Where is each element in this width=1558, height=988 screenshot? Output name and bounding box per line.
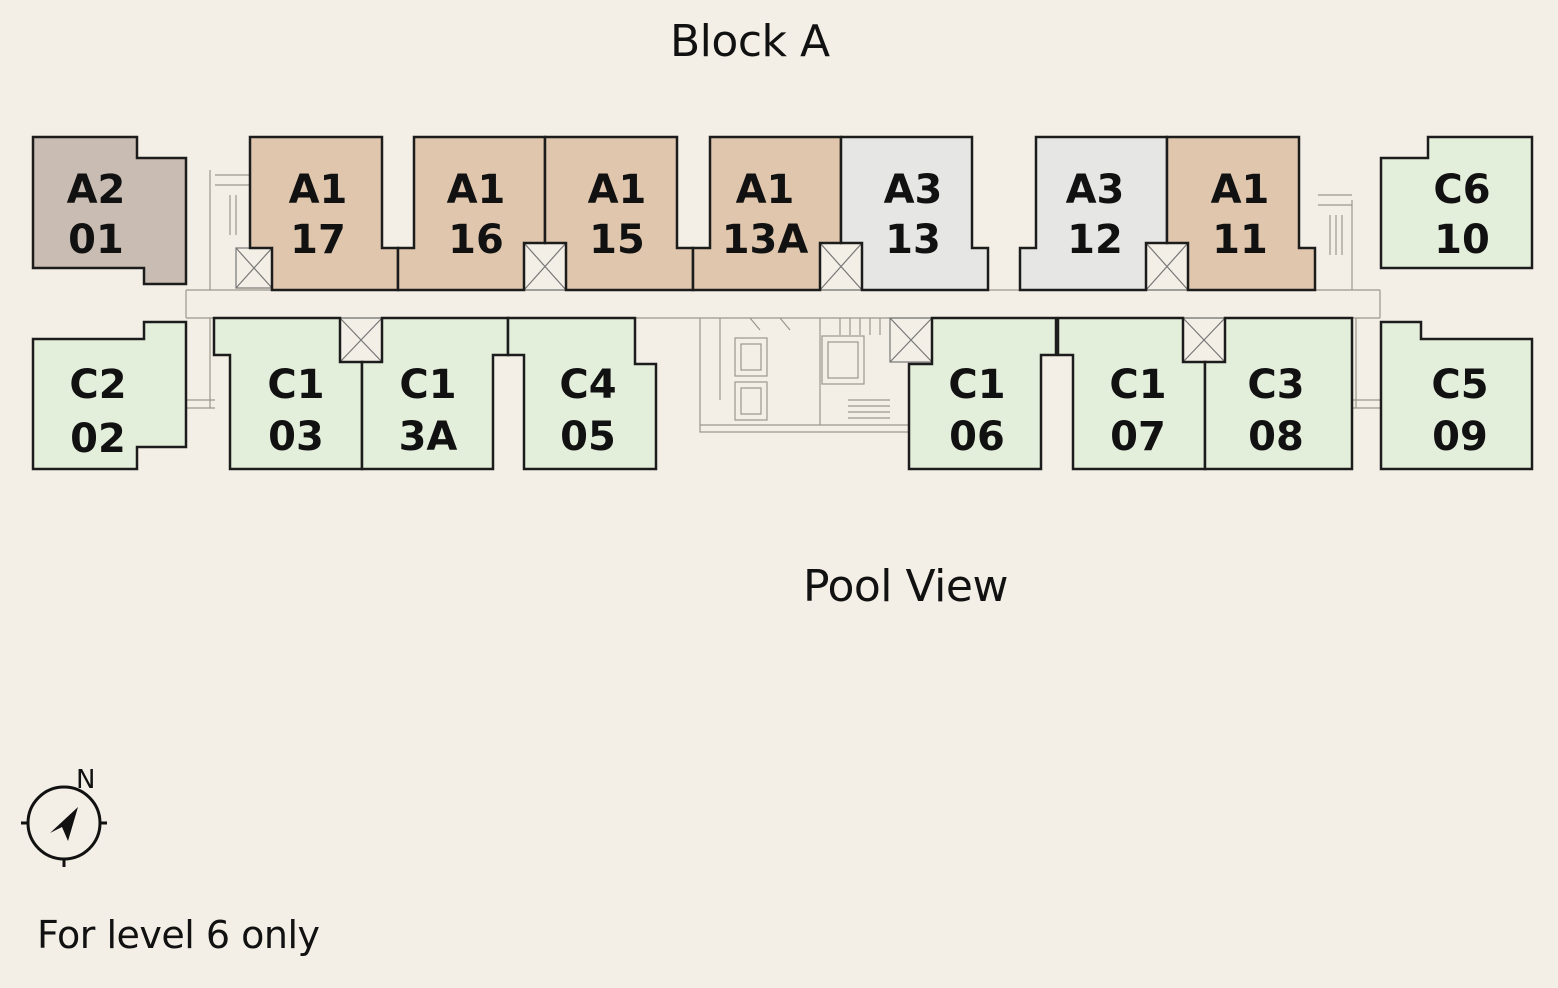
unit-type-label: C2 (69, 362, 126, 408)
unit-number-label: 05 (560, 414, 616, 460)
unit-number-label: 12 (1067, 217, 1123, 263)
unit-number-label: 17 (290, 217, 346, 263)
unit-number-label: 08 (1248, 414, 1304, 460)
unit-type-label: C3 (1247, 362, 1304, 408)
unit-type-label: A1 (736, 167, 795, 213)
unit-type-label: A1 (1211, 167, 1270, 213)
unit-number-label: 03 (268, 414, 324, 460)
unit-number-label: 01 (68, 217, 124, 263)
unit-type-label: A3 (1066, 167, 1125, 213)
unit-outline[interactable] (1203, 316, 1354, 471)
north-arrow-icon (21, 785, 107, 867)
unit-type-label: A2 (67, 167, 126, 213)
level-footnote: For level 6 only (37, 913, 320, 957)
unit-outline[interactable] (907, 316, 1058, 471)
block-title: Block A (670, 16, 830, 67)
unit-outline[interactable] (396, 135, 547, 292)
unit-type-label: C5 (1431, 362, 1488, 408)
corridor-lines (185, 170, 1381, 433)
unit-outline[interactable] (691, 135, 843, 292)
unit-outline[interactable] (1379, 320, 1534, 471)
unit-type-label: C6 (1433, 167, 1490, 213)
unit-number-label: 07 (1110, 414, 1166, 460)
unit-outline[interactable] (506, 316, 658, 471)
unit-number-label: 06 (949, 414, 1005, 460)
unit-number-label: 16 (448, 217, 504, 263)
unit-number-label: 02 (70, 416, 126, 462)
unit-type-label: A3 (884, 167, 943, 213)
unit-type-label: C4 (559, 362, 616, 408)
pool-view-label: Pool View (803, 561, 1008, 612)
unit-outline[interactable] (1379, 135, 1534, 270)
unit-outline[interactable] (543, 135, 695, 292)
unit-outline[interactable] (1165, 135, 1317, 292)
unit-number-label: 13 (885, 217, 941, 263)
unit-number-label: 11 (1212, 217, 1268, 263)
units-layer: A201A117A116A115A113AA313A312A111C610C20… (31, 135, 1534, 471)
unit-outline[interactable] (839, 135, 990, 292)
unit-outline[interactable] (31, 320, 188, 471)
unit-outline[interactable] (1018, 135, 1169, 292)
unit-type-label: A1 (289, 167, 348, 213)
unit-type-label: C1 (399, 362, 456, 408)
unit-type-label: A1 (588, 167, 647, 213)
unit-type-label: C1 (948, 362, 1005, 408)
unit-type-label: C1 (1109, 362, 1166, 408)
unit-number-label: 09 (1432, 414, 1488, 460)
unit-number-label: 13A (722, 217, 809, 263)
unit-outline[interactable] (31, 135, 188, 286)
unit-type-label: A1 (447, 167, 506, 213)
unit-outline[interactable] (248, 135, 400, 292)
unit-number-label: 3A (399, 414, 458, 460)
north-label: N (76, 765, 95, 795)
unit-number-label: 10 (1434, 217, 1490, 263)
unit-type-label: C1 (267, 362, 324, 408)
unit-number-label: 15 (589, 217, 645, 263)
